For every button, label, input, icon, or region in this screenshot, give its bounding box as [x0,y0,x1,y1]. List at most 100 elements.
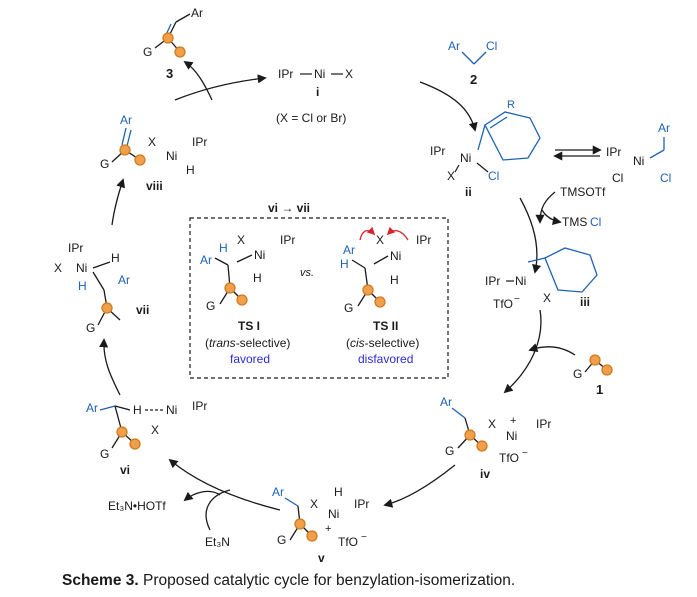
species-ii-arene [477,111,541,161]
arrow-v-to-vi [168,458,281,511]
species-viii-id: viii [146,179,163,193]
species-vi-bonds [99,405,165,450]
species-iv-ni: Ni [506,429,517,443]
species-v-ni: Ni [328,507,339,521]
transition-state-box [189,217,449,379]
species-iv-ar: Ar [440,395,452,409]
species-vii-ipr: IPr [68,241,83,255]
species-vii-bonds [92,261,121,326]
species-v-h: H [334,485,343,499]
ts-one-x: X [237,233,245,247]
caption-text: Proposed catalytic cycle for benzylation… [138,572,516,589]
ts-two-ar: Ar [343,243,355,257]
species-viii-h: H [186,163,195,177]
species-viii-x: X [148,135,156,149]
species-vii-g: G [86,321,95,335]
product-3-ar: Ar [191,6,203,20]
ts-two-ni: Ni [390,249,401,263]
species-v-bonds [284,497,318,542]
ts-one-ar: Ar [200,253,212,267]
ts-one-g: G [206,299,215,313]
species-v-ipr: IPr [354,497,369,511]
catalytic-cycle-diagram: vi → vii Ar G 3 IPr Ni X i (X = Cl or Br… [54,6,671,565]
species-vii-x: X [54,261,62,275]
species-viii-ar: Ar [120,113,132,127]
reagent-2-id: 2 [470,72,477,87]
arrow-i-to-ii [419,81,478,132]
species-v-g: G [277,533,286,547]
species-ii-x: X [447,169,455,183]
substrate-1-id: 1 [596,382,603,397]
reagent-et3n-salt: Et₃N•HOTf [108,499,166,513]
species-viii-ipr: IPr [192,135,207,149]
arrow-substrate-1-in [528,343,576,356]
species-vii-h2: H [78,279,87,293]
ts-two-name: TS II [373,319,398,333]
reagent-2-ar: Ar [448,39,460,53]
benzyl-ni-bonds [649,137,665,159]
species-viii-g: G [100,157,109,171]
ts-vs: vs. [300,267,314,279]
species-vi-id: vi [120,463,130,477]
species-viii-bonds [111,127,146,166]
species-iv-bonds [451,407,488,452]
species-iv-id: iv [480,467,490,481]
ts-two-h1: H [340,257,349,271]
species-iii-ipr: IPr [485,274,500,288]
label-vi-vii: vi → vii [268,201,310,215]
species-ii-r: R [507,99,515,111]
ts-one-ni: Ni [254,248,265,262]
product-3-g: G [143,45,152,59]
species-i-ni: Ni [314,67,325,81]
arrow-iii-to-iv [503,309,542,394]
arrow-ii-to-iii [519,197,542,274]
benzyl-chloride-2 [461,51,487,65]
arrow-vi-to-vii [99,338,121,396]
species-v-minus: − [361,532,367,543]
species-vi-g: G [100,447,109,461]
species-iv-ipr: IPr [536,417,551,431]
benzyl-ni-cl1: Cl [612,171,623,185]
ts-one-h1: H [219,241,228,255]
ts-two-h2: H [390,273,399,287]
species-ii-id: ii [465,185,472,199]
ts-two-verdict: disfavored [358,352,413,366]
species-iii-ni: Ni [515,274,526,288]
species-i-x: X [345,67,353,81]
species-vii-id: vii [136,303,149,317]
species-i-note: (X = Cl or Br) [276,111,346,125]
arrow-et3n-in [205,489,231,531]
ts-one-selectivity: (trans-selective) [205,336,290,350]
arrow-tmscl-out [541,209,562,226]
caption-label: Scheme 3. [62,572,139,589]
species-iv-tfo: TfO [499,451,519,465]
species-vi-ar: Ar [86,401,98,415]
ts-two-x: X [376,233,384,247]
benzyl-ni-cl2: Cl [660,171,671,185]
species-iv-plus: + [510,415,516,427]
species-iv-x: X [488,417,496,431]
ts-one-ipr: IPr [280,233,295,247]
arrow-et3n-salt-out [183,490,221,502]
substrate-1 [584,354,613,376]
arrow-vii-to-viii [111,178,126,226]
reagent-et3n: Et₃N [205,535,230,549]
ts-two-structure [351,226,409,308]
species-vi-x: X [151,423,159,437]
species-i-id: i [316,85,319,99]
arrow-tmsotf-in [535,191,556,224]
substrate-1-g: G [573,367,582,381]
ts-one-h2: H [253,271,262,285]
species-iii-x: X [543,291,551,305]
species-iv-g: G [445,444,454,458]
ts-one-structure [214,254,253,306]
ts-two-selectivity: (cis-selective) [346,336,419,350]
arrow-to-product-3 [183,60,213,101]
species-v-plus: + [325,523,331,535]
species-ii-cl: Cl [488,169,499,183]
species-i-ipr: IPr [278,67,293,81]
figure-caption: Scheme 3. Proposed catalytic cycle for b… [62,572,515,590]
reagent-tmsotf: TMSOTf [560,185,606,199]
product-3 [154,13,191,58]
reagent-tmscl-prefix: TMS [562,215,587,229]
